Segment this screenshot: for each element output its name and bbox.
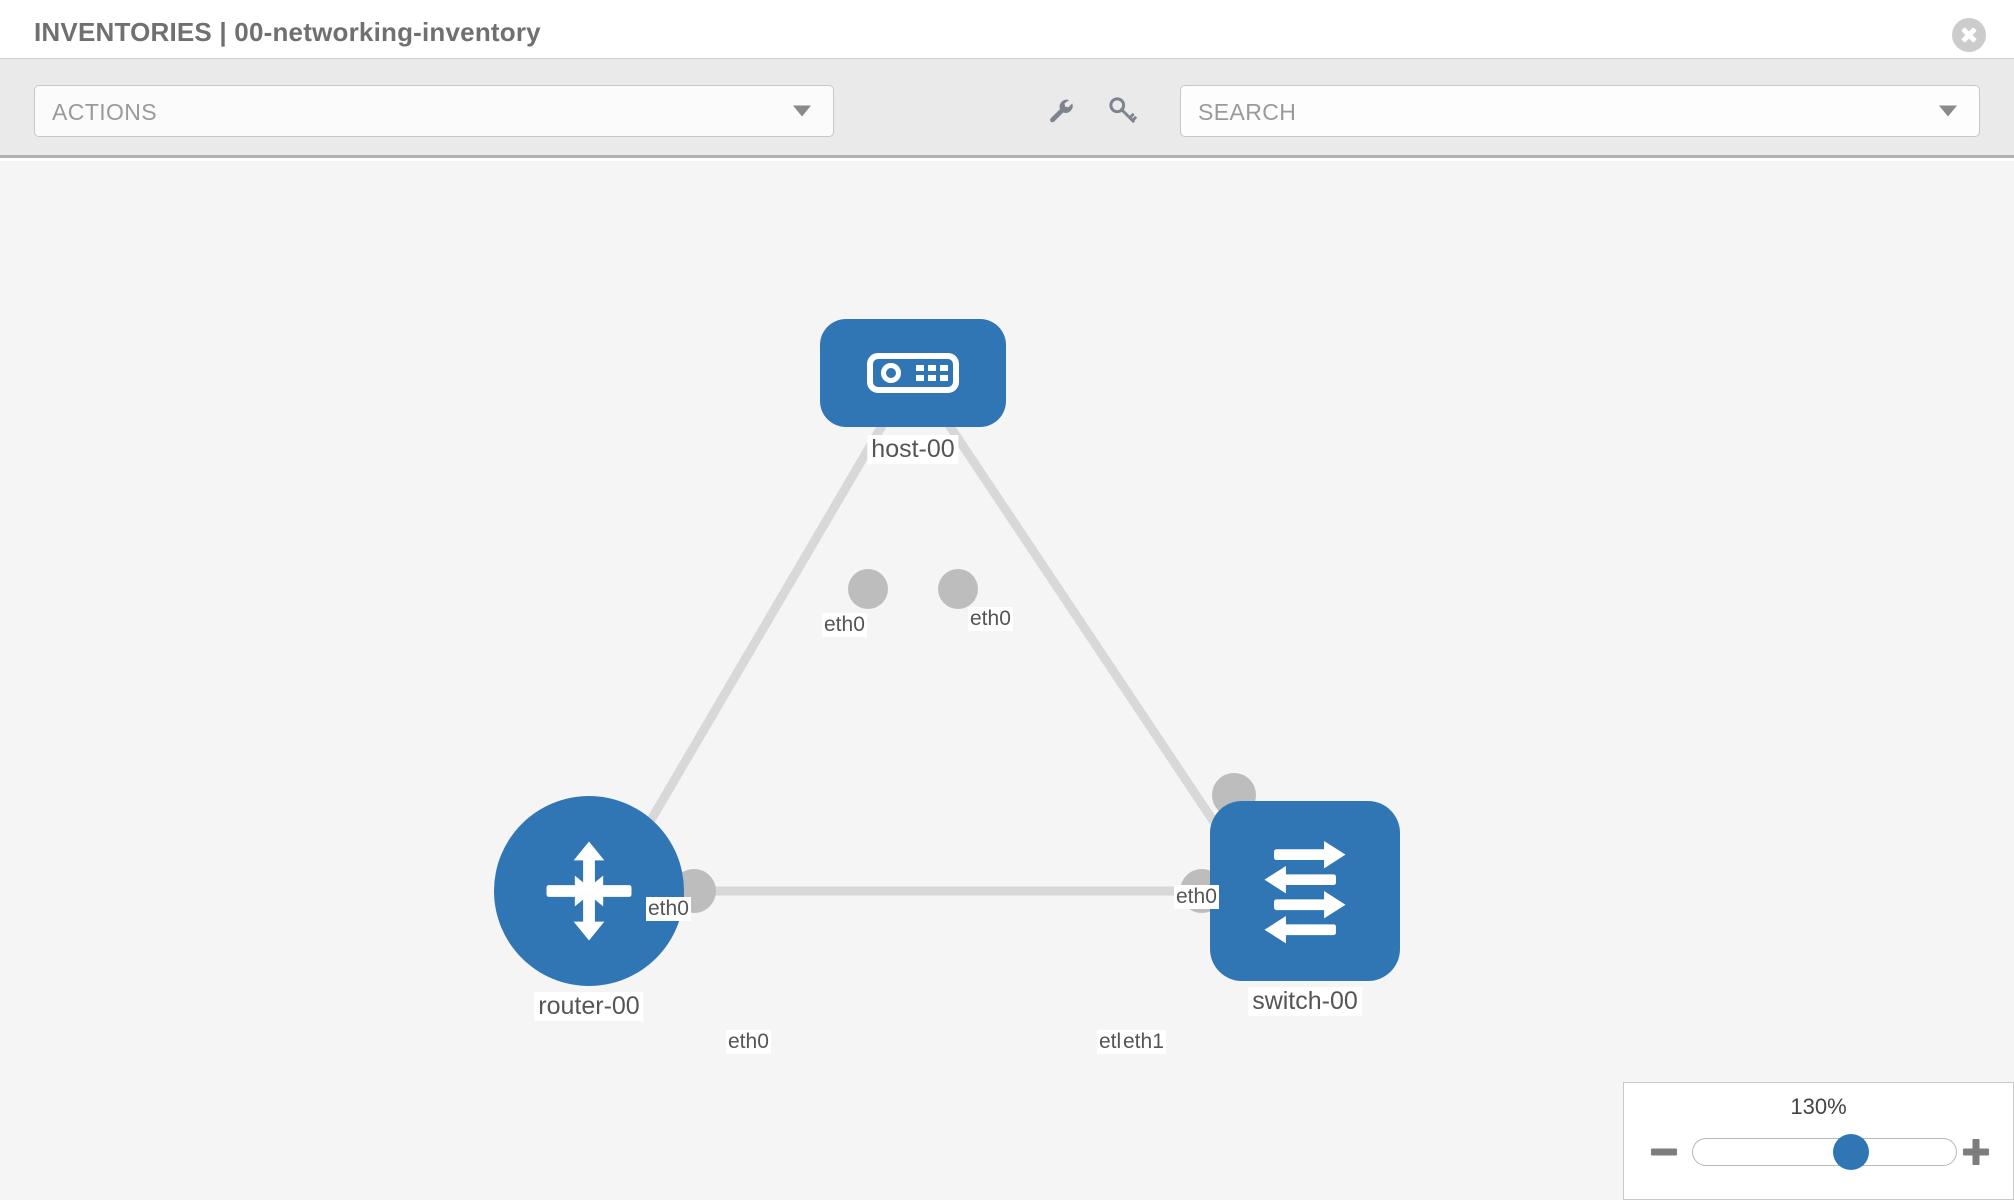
chevron-down-icon [793, 105, 811, 117]
wrench-icon[interactable] [1034, 85, 1086, 137]
connector-nub-host-right [938, 569, 978, 609]
edge-label-switch-left: eth1 [1121, 1030, 1166, 1054]
link-host-switch [941, 416, 1244, 864]
node-router-00[interactable]: router-00 [494, 796, 684, 1026]
node-host-00-shape[interactable] [820, 319, 1006, 427]
zoom-level-value: 130% [1790, 1094, 1847, 1119]
zoom-control-row [1624, 1129, 2013, 1175]
chevron-down-icon [1939, 105, 1957, 117]
search-placeholder: SEARCH [1198, 99, 1297, 125]
node-switch-00[interactable]: switch-00 [1210, 801, 1400, 1031]
node-switch-00-label: switch-00 [1248, 987, 1362, 1016]
topology-toolbar: ACTIONS SEARCH [0, 58, 2014, 158]
edge-label-host-right: eth0 [968, 607, 1013, 631]
plus-icon-vertical [1972, 1139, 1980, 1165]
page-header: INVENTORIES | 00-networking-inventory [0, 0, 2014, 68]
close-icon[interactable] [1952, 18, 1986, 52]
edge-label-switch-left-overlap: etl [1097, 1030, 1124, 1054]
link-host-router [620, 416, 890, 869]
topology-canvas[interactable]: host-00 [0, 161, 2014, 1200]
zoom-slider-thumb[interactable] [1832, 1134, 1869, 1170]
actions-dropdown-label: ACTIONS [52, 99, 158, 125]
zoom-in-button[interactable] [1961, 1137, 1991, 1167]
node-host-00[interactable]: host-00 [820, 319, 1006, 499]
node-host-00-label: host-00 [867, 435, 959, 464]
key-icon[interactable] [1096, 85, 1148, 137]
switch-arrows-icon [1264, 840, 1346, 944]
node-router-00-label: router-00 [534, 992, 644, 1021]
edge-label-switch-upper: eth0 [1174, 885, 1219, 909]
topology-links [620, 416, 1244, 896]
search-input[interactable]: SEARCH [1180, 85, 1980, 137]
edge-label-host-left: eth0 [822, 613, 867, 637]
edge-label-router-right: eth0 [726, 1030, 771, 1054]
minus-icon [1651, 1148, 1677, 1156]
zoom-slider-track[interactable] [1692, 1134, 1957, 1170]
router-arrows-icon [546, 841, 632, 941]
zoom-out-button[interactable] [1649, 1137, 1679, 1167]
node-router-00-shape[interactable] [494, 796, 684, 986]
page-title: INVENTORIES | 00-networking-inventory [34, 17, 541, 47]
actions-dropdown[interactable]: ACTIONS [34, 85, 834, 137]
connector-nub-host-left [848, 569, 888, 609]
edge-label-router-upper: eth0 [646, 897, 691, 921]
node-switch-00-shape[interactable] [1210, 801, 1400, 981]
server-icon [867, 353, 959, 393]
zoom-control-panel: 130% [1623, 1082, 2014, 1200]
